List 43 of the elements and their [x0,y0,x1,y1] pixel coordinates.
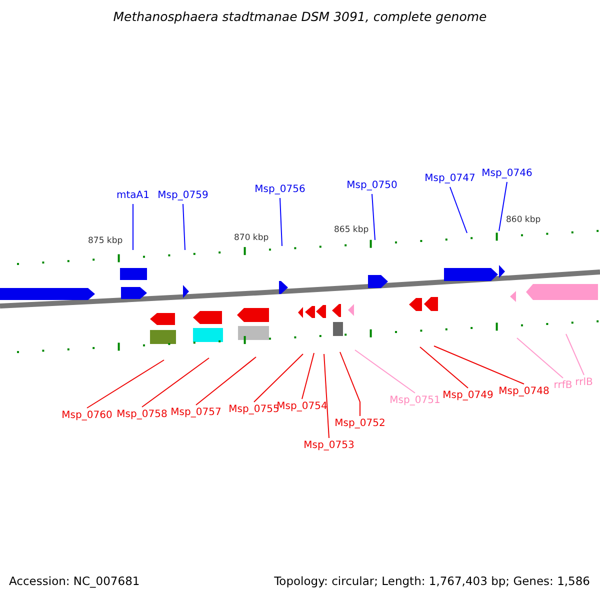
leader-line [132,204,134,250]
leader-line [302,352,314,400]
leader-line [86,360,164,408]
scale-label: 870 kbp [234,232,269,245]
gene-label: Msp_0750 [346,179,398,193]
leader-line [196,356,256,406]
gene-label: Msp_0754 [276,400,328,414]
gene-label: Msp_0752 [334,417,386,431]
leader-line [254,354,304,402]
gene-label: Msp_0759 [158,189,208,203]
gene-label: Msp_0748 [498,385,550,399]
leader-line [354,350,416,394]
leader-line [498,182,508,232]
scale-label: 875 kbp [88,235,123,248]
leader-line [142,358,210,408]
genome-info-text: Topology: circular; Length: 1,767,403 bp; Genes: 1,586 [274,574,590,588]
gene-label: Msp_0760 [62,409,112,423]
leader-line [372,194,376,240]
leader-line [516,338,564,378]
scale-label: 860 kbp [506,214,541,227]
gene-label: Msp_0755 [228,403,280,417]
gene-label: Msp_0746 [482,167,532,181]
leader-line [182,204,186,250]
leader-line [566,334,584,376]
gene-label: Msp_0757 [170,406,222,420]
gene-label: rrlB [575,376,593,390]
gene-label: Msp_0756 [254,183,306,197]
gene-label: Msp_0747 [424,172,476,186]
gene-label: Msp_0753 [304,439,354,453]
gene-label: Msp_0749 [442,389,494,403]
gene-label: mtaA1 [116,189,150,203]
leader-line [340,352,360,416]
gene-label: Msp_0758 [116,408,168,422]
title: Methanosphaera stadtmanae DSM 3091, complete genome [112,10,488,24]
accession-text: Accession: NC_007681 [9,574,140,588]
leader-line [324,354,330,438]
leader-line [420,346,468,388]
scale-label: 865 kbp [334,224,369,237]
leader-line [280,198,282,246]
gene-label: Msp_0751 [390,394,440,408]
leader-line [450,186,468,234]
gene-label: rrfB [554,379,572,393]
leader-line [434,346,524,384]
